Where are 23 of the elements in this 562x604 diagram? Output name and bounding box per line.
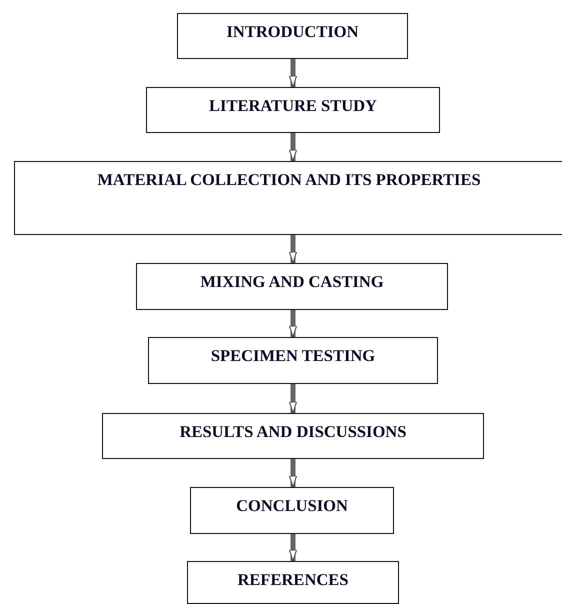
process-box [177,13,408,59]
process-box [136,263,448,310]
step-label: REFERENCES [236,569,350,591]
step-label: MATERIAL COLLECTION AND ITS PROPERTIES [96,169,482,191]
arrow [289,59,297,88]
step-label: CONCLUSION [235,495,349,517]
arrow [289,384,297,414]
arrow [289,133,297,162]
process-box [190,487,394,534]
step-label: MIXING AND CASTING [199,271,385,293]
arrow [289,459,297,488]
step-label: INTRODUCTION [225,21,360,43]
arrow [289,310,297,338]
arrow [289,534,297,562]
process-box [14,161,562,235]
step-label: RESULTS AND DISCUSSIONS [178,421,408,443]
process-box [148,337,438,384]
arrow [289,235,297,264]
step-label: LITERATURE STUDY [208,95,378,117]
process-box [146,87,440,133]
process-box [102,413,484,459]
step-label: SPECIMEN TESTING [210,345,376,367]
process-box [187,561,399,604]
